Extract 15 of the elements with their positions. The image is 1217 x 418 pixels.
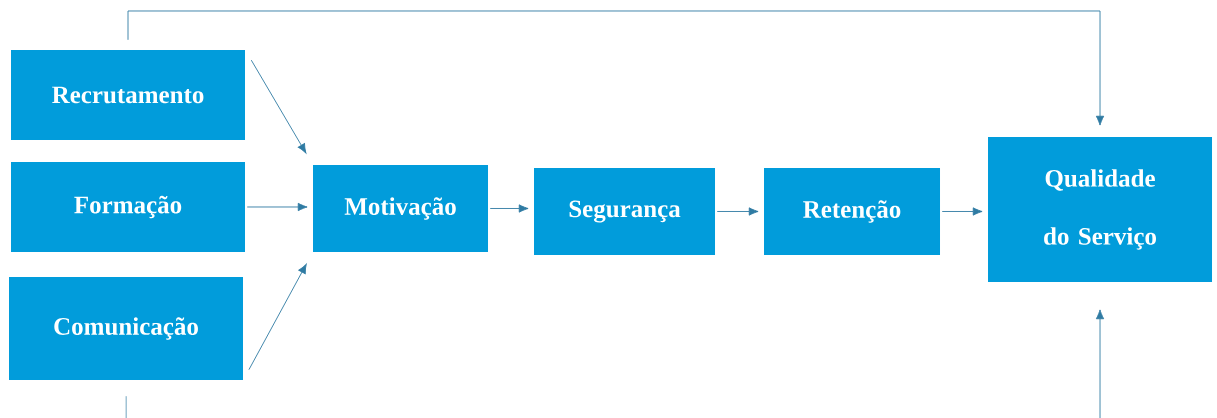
process-box: Formação — [11, 162, 245, 252]
arrow — [941, 207, 983, 216]
arrow — [125, 309, 1105, 418]
arrow — [716, 207, 759, 216]
process-box: Segurança — [534, 168, 715, 255]
process-box: Retenção — [764, 168, 940, 255]
process-box: Recrutamento — [11, 50, 245, 140]
arrow — [246, 202, 308, 212]
process-box: Motivação — [313, 165, 488, 252]
arrow — [489, 204, 529, 213]
process-box: Comunicação — [9, 277, 243, 380]
process-box: Qualidade do Serviço — [988, 137, 1212, 282]
arrow — [127, 10, 1105, 126]
arrow — [250, 59, 307, 154]
arrow — [248, 263, 307, 371]
